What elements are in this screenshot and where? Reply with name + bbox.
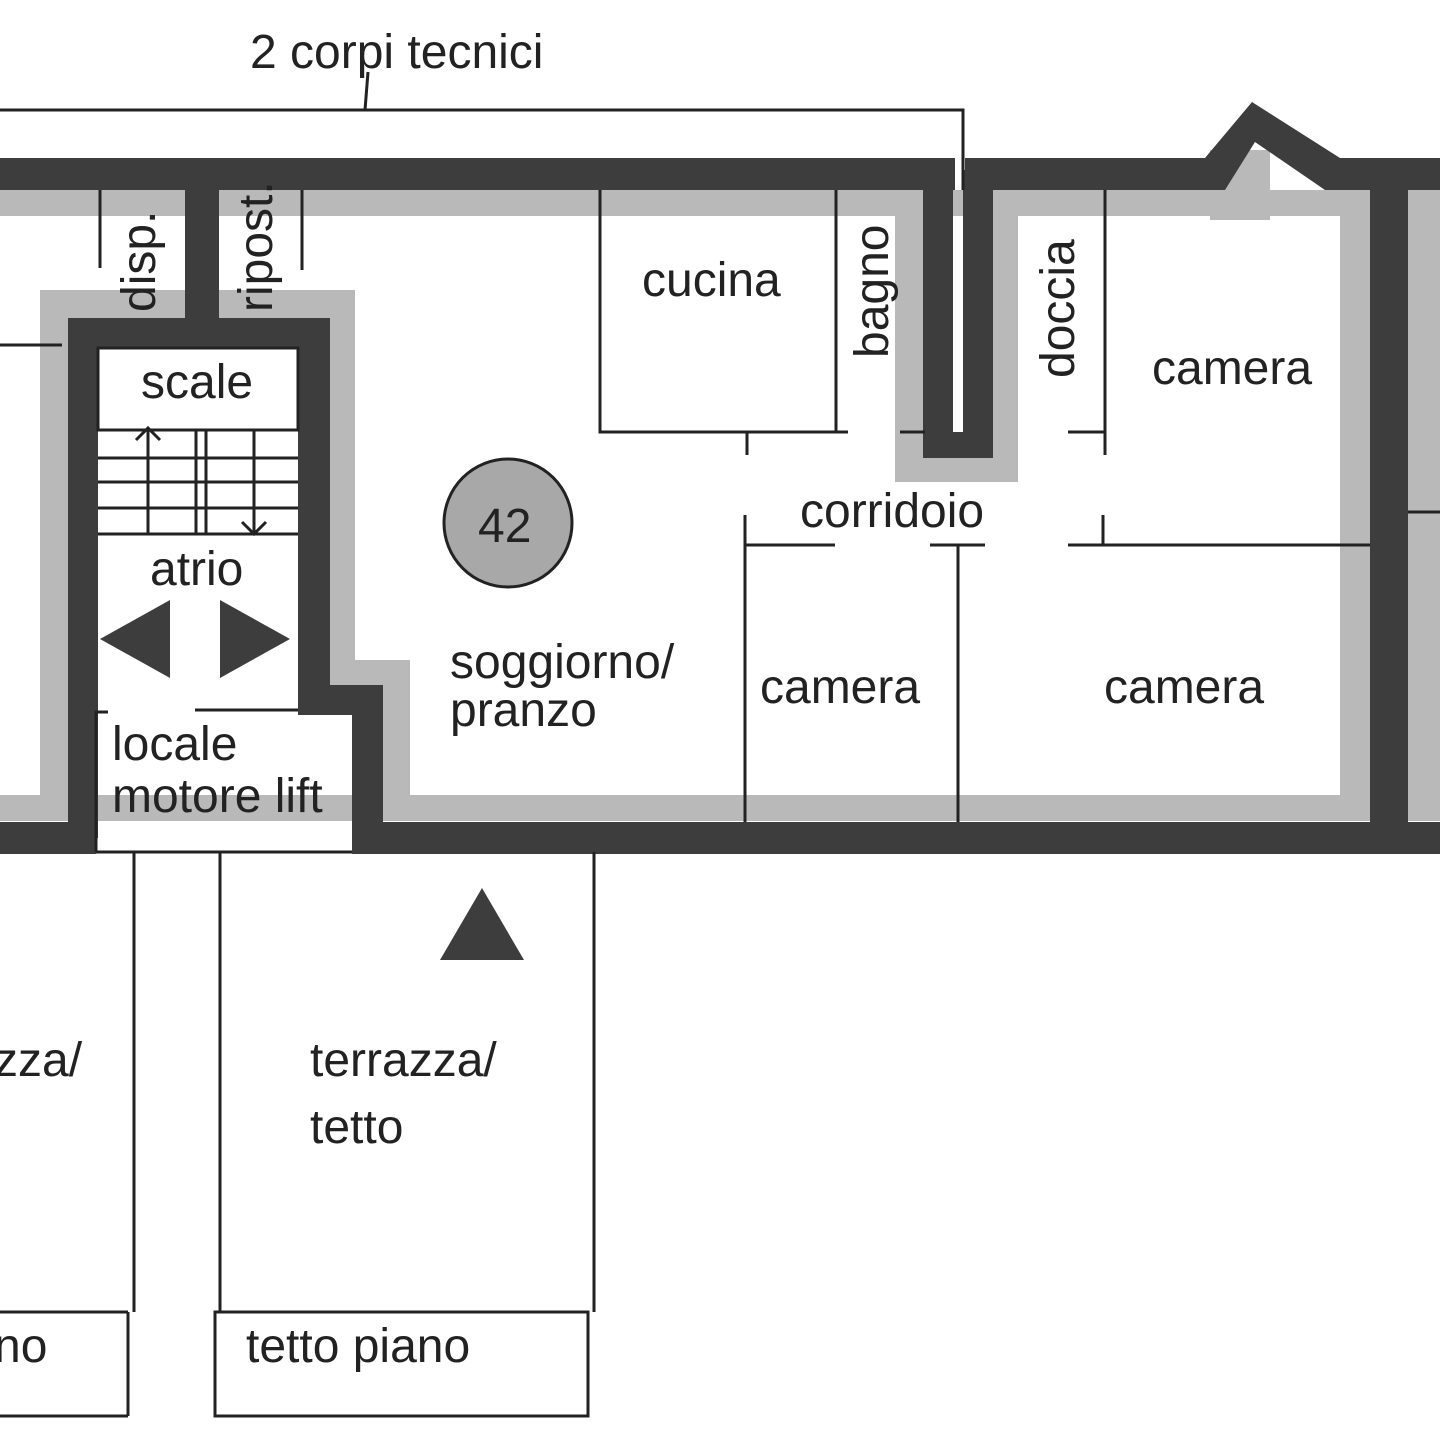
label-soggiorno: soggiorno/ <box>450 636 675 689</box>
label-terrazza: terrazza/ <box>310 1034 497 1087</box>
label-cucina: cucina <box>642 254 781 307</box>
label-tetto-piano-left: no <box>0 1320 47 1373</box>
label-motore-lift: motore lift <box>112 770 323 823</box>
label-locale: locale <box>112 718 237 771</box>
label-camera-ne: camera <box>1152 342 1312 395</box>
label-ripost: ripost. <box>230 181 283 312</box>
label-camera-center: camera <box>760 661 920 714</box>
label-tetto-piano: tetto piano <box>246 1320 470 1373</box>
markers <box>100 457 574 960</box>
label-doccia: doccia <box>1032 239 1085 378</box>
arrow-left-icon <box>100 600 170 678</box>
label-pranzo: pranzo <box>450 684 597 737</box>
label-atrio: atrio <box>150 543 243 596</box>
partitions <box>0 71 1440 1418</box>
label-disp: disp. <box>113 211 166 312</box>
walls <box>0 102 1440 854</box>
label-unit-number: 42 <box>478 500 531 553</box>
label-tetto: tetto <box>310 1101 403 1154</box>
arrow-right-icon <box>220 600 290 678</box>
label-bagno: bagno <box>846 225 899 358</box>
label-terrazza-left: zza/ <box>0 1034 83 1087</box>
label-corridoio: corridoio <box>800 485 984 538</box>
north-triangle-icon <box>440 888 524 960</box>
room-labels: 2 corpi tecnici disp. ripost. cucina bag… <box>0 26 1312 1373</box>
label-camera-right: camera <box>1104 661 1264 714</box>
unit-number-circle <box>442 457 574 589</box>
label-corpi-tecnici: 2 corpi tecnici <box>250 26 543 79</box>
label-scale: scale <box>141 356 253 409</box>
